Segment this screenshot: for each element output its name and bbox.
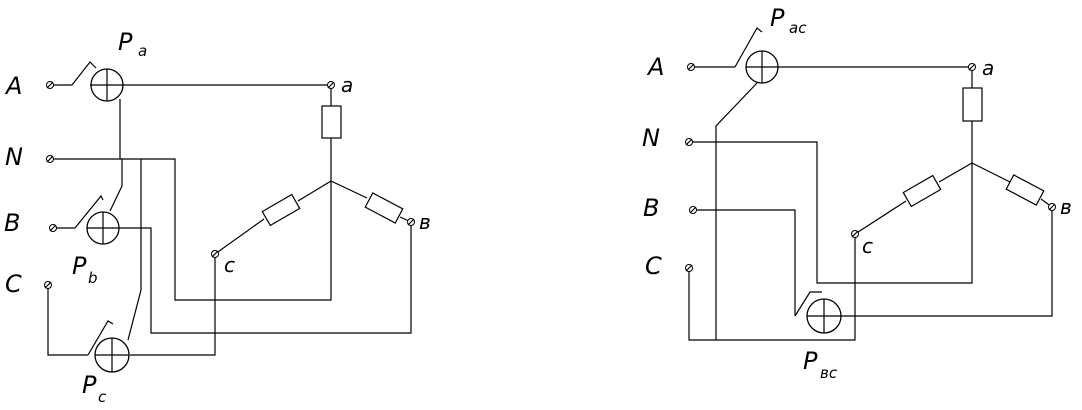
left-pc-label: P xyxy=(82,371,97,399)
left-node-b-label: в xyxy=(419,210,431,234)
left-node-c-label: c xyxy=(224,253,235,277)
right-wire-N xyxy=(689,141,973,284)
right-node-c-label: c xyxy=(862,234,873,258)
left-pc-neutral xyxy=(127,159,142,341)
left-pc-sub: c xyxy=(98,388,107,406)
right-label-N: N xyxy=(642,124,660,152)
right-terminals xyxy=(685,63,1056,272)
right-star-c-leg xyxy=(854,162,973,235)
right-pac-label: P xyxy=(770,4,785,32)
right-pac-sub: ac xyxy=(789,19,807,37)
right-circuit: A N B C P ac P вc xyxy=(642,4,1072,382)
left-resistor-b xyxy=(364,192,404,224)
right-label-B: B xyxy=(643,194,659,222)
right-pbc-sub: вc xyxy=(820,364,838,382)
right-resistor-a xyxy=(962,87,983,122)
left-star-c-leg xyxy=(214,180,332,255)
left-terminals xyxy=(44,81,415,289)
left-label-C: C xyxy=(5,270,22,298)
right-resistor-b xyxy=(1005,174,1045,206)
left-wire-N xyxy=(50,158,332,301)
left-label-N: N xyxy=(5,143,23,171)
right-pbc-label: P xyxy=(803,347,818,375)
left-label-B: B xyxy=(4,209,20,237)
right-pbc-to-b xyxy=(841,207,1053,317)
right-pac-to-c xyxy=(715,82,758,340)
left-pa-sub: a xyxy=(138,42,147,60)
left-meter-pc xyxy=(94,337,130,373)
left-resistor-c xyxy=(261,193,301,227)
right-label-A: A xyxy=(646,53,664,81)
left-resistor-a xyxy=(321,105,342,139)
left-wire-C xyxy=(47,254,216,356)
left-meter-pa xyxy=(90,68,124,102)
right-wire-C xyxy=(688,234,856,341)
left-label-A: A xyxy=(4,72,22,100)
right-node-b-label: в xyxy=(1060,195,1072,219)
right-meter-pac xyxy=(745,50,779,84)
left-pb-label: P xyxy=(72,252,87,280)
right-label-C: C xyxy=(645,252,662,280)
right-node-a-label: a xyxy=(982,56,994,80)
left-node-a-label: a xyxy=(341,73,353,97)
left-pb-sub: b xyxy=(88,269,98,287)
right-resistor-c xyxy=(902,174,942,208)
right-wire-A xyxy=(691,27,973,88)
left-pa-label: P xyxy=(118,28,133,56)
left-pb-neutral xyxy=(109,159,123,212)
right-wire-B xyxy=(693,209,822,317)
left-circuit: A N B C P a P xyxy=(4,28,431,406)
right-meter-pbc xyxy=(806,298,842,334)
left-meter-pb xyxy=(86,211,120,245)
